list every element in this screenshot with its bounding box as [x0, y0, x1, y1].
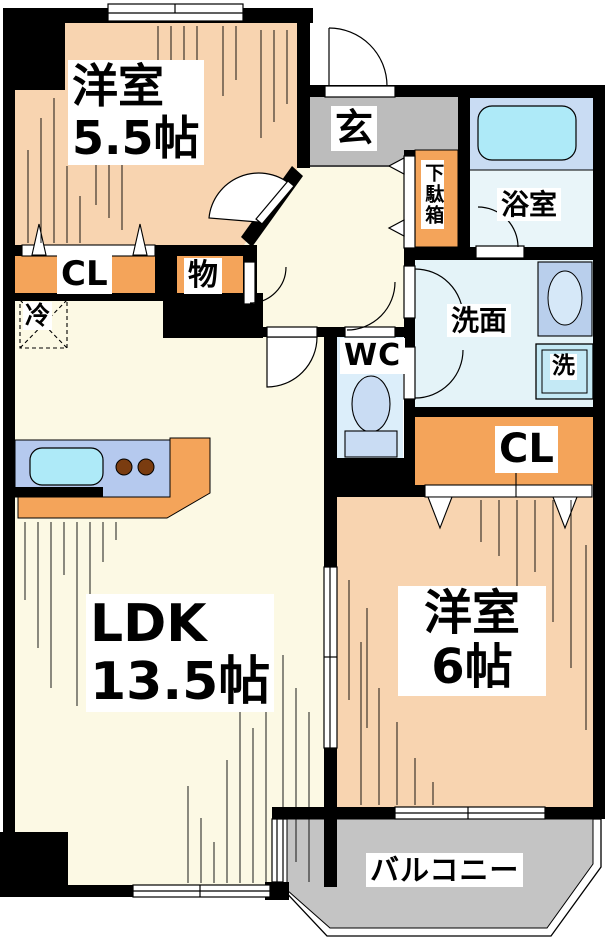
ldk-name: LDK	[90, 594, 207, 654]
wc-door-leaf	[344, 326, 396, 338]
vanity-basin	[547, 270, 583, 326]
bedroom1-door-leaf	[255, 180, 295, 225]
closet1-door-mark	[132, 223, 148, 256]
balcony-label: バルコニー	[366, 853, 524, 888]
shoe-cabinet-door-mark	[387, 219, 405, 237]
ldk-size: 13.5帖	[90, 652, 271, 713]
bedroom2-label: 洋室 6帖	[398, 586, 546, 696]
bedroom1-name: 洋室	[72, 59, 164, 113]
shoe-cabinet-label: 下駄箱	[421, 160, 445, 229]
windows	[107, 3, 546, 898]
closet1-door-mark	[31, 223, 47, 256]
bedroom1-door-arc	[208, 172, 291, 223]
closet2-door-mark	[427, 496, 453, 530]
bedroom2-name: 洋室	[423, 585, 520, 641]
washroom-door-leaf	[403, 265, 416, 319]
kitchen-counter-edge	[15, 487, 103, 497]
hatch-lines-bedroom2	[348, 500, 587, 805]
ldk-label: LDK 13.5帖	[86, 594, 275, 713]
entrance-label: 玄	[331, 106, 378, 151]
refrigerator-label: 冷	[23, 301, 53, 330]
storage-door-arc	[249, 266, 287, 304]
wc-door-arc	[346, 281, 396, 331]
bath-door-leaf	[475, 245, 525, 259]
washing-machine-inner	[541, 349, 588, 394]
refrigerator-box	[19, 299, 68, 349]
entrance-door-gap	[324, 85, 396, 98]
stove-burner	[137, 458, 155, 476]
storage-label: 物	[184, 258, 222, 294]
shoe-cabinet-front	[403, 155, 416, 249]
stove-burner	[115, 458, 133, 476]
entrance-door-arc	[328, 27, 388, 87]
ldk-door-arc	[266, 336, 318, 388]
closet2-label: CL	[495, 426, 558, 473]
washer-label: 洗	[550, 353, 577, 380]
toilet-bowl	[351, 375, 391, 433]
bedroom1-size: 5.5帖	[72, 110, 200, 165]
hatch-lines-ldk	[24, 522, 310, 883]
washroom-door2-arc	[414, 349, 464, 399]
toilet-tank	[344, 430, 398, 458]
storage-door-leaf	[243, 261, 256, 305]
closet2-track	[424, 484, 593, 498]
bedroom1-label: 洋室 5.5帖	[68, 59, 204, 166]
kitchen-sink	[29, 447, 104, 486]
washroom-door2-leaf	[403, 346, 416, 400]
bedroom2-size: 6帖	[431, 638, 513, 695]
ldk-door-leaf	[266, 326, 318, 338]
shoe-cabinet-door-mark	[387, 157, 405, 175]
washroom-label: 洗面	[447, 304, 512, 338]
wc-label: WC	[340, 338, 406, 374]
bathtub	[477, 105, 577, 161]
closet1-label: CL	[57, 254, 112, 295]
bathroom-label: 浴室	[497, 188, 562, 222]
